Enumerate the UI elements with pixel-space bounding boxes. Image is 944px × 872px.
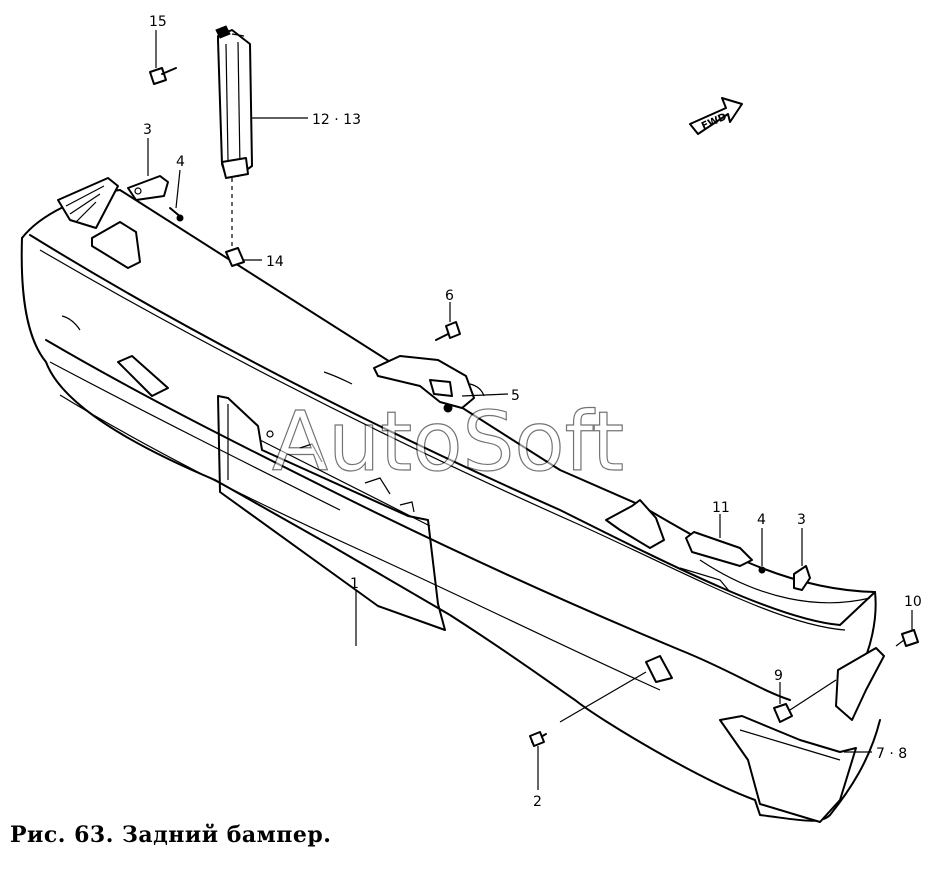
callout-10: 10 — [904, 594, 922, 610]
nut-14 — [225, 178, 245, 267]
screw-4-left — [169, 207, 184, 222]
callout-3-left: 3 — [143, 122, 152, 138]
callout-4-right: 4 — [757, 512, 766, 528]
garnish-strip-12-13 — [215, 25, 253, 179]
lower-hole — [645, 655, 673, 683]
screw-4-right — [758, 566, 766, 574]
clip-9 — [773, 703, 793, 723]
screw-6 — [435, 321, 461, 341]
callout-11: 11 — [712, 500, 730, 516]
callout-1: 1 — [350, 576, 359, 592]
screw-2 — [529, 731, 547, 747]
reflector-11 — [685, 531, 753, 567]
callout-4-left: 4 — [176, 154, 185, 170]
watermark: AutoSoft — [272, 395, 624, 490]
callout-7-8: 7 · 8 — [876, 746, 907, 762]
bolt-15 — [149, 67, 177, 85]
leader-lines — [147, 30, 913, 790]
screw-10 — [895, 629, 919, 647]
callout-6: 6 — [445, 288, 454, 304]
figure-caption: Рис. 63. Задний бампер. — [10, 822, 332, 848]
fwd-arrow-icon: FWD — [689, 97, 743, 135]
side-extension-7-8 — [719, 647, 885, 823]
bracket-3-left — [127, 175, 169, 201]
license-plate-recess — [217, 395, 446, 631]
left-reflector-slot — [117, 355, 169, 397]
bumper-body — [20, 189, 881, 822]
callout-15: 15 — [149, 14, 167, 30]
callout-14: 14 — [266, 254, 284, 270]
right-inner-mount — [605, 499, 665, 549]
callout-9: 9 — [774, 668, 783, 684]
callout-5: 5 — [511, 388, 520, 404]
left-end-cap — [57, 177, 141, 269]
center-bracket — [373, 355, 485, 413]
callout-labels: 15 12 · 13 3 4 14 6 5 11 4 3 10 9 7 · 8 … — [143, 14, 922, 810]
callout-12-13: 12 · 13 — [312, 112, 361, 128]
bracket-3-right — [793, 565, 811, 591]
callout-3-right: 3 — [797, 512, 806, 528]
callout-2: 2 — [533, 794, 542, 810]
